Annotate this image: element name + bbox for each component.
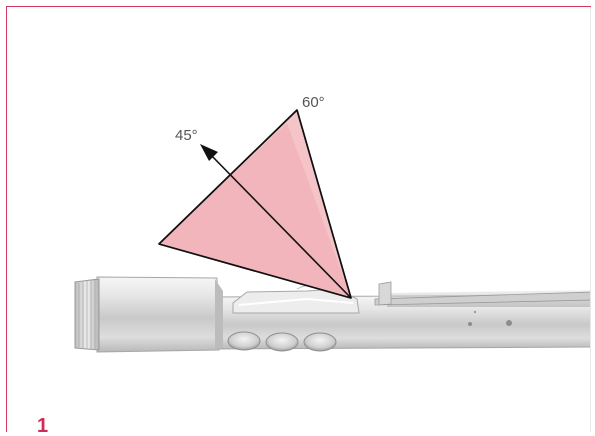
pen-flashlight-icon bbox=[74, 276, 591, 353]
figure-frame: 60° 45° 1 bbox=[6, 6, 591, 432]
arrow-up-left-icon bbox=[200, 144, 352, 299]
illustration bbox=[74, 109, 591, 353]
triangle-fan-icon bbox=[158, 109, 352, 299]
angle-label-45: 45° bbox=[175, 127, 198, 144]
angle-label-60: 60° bbox=[302, 94, 325, 111]
figure-number: 1 bbox=[37, 415, 49, 432]
